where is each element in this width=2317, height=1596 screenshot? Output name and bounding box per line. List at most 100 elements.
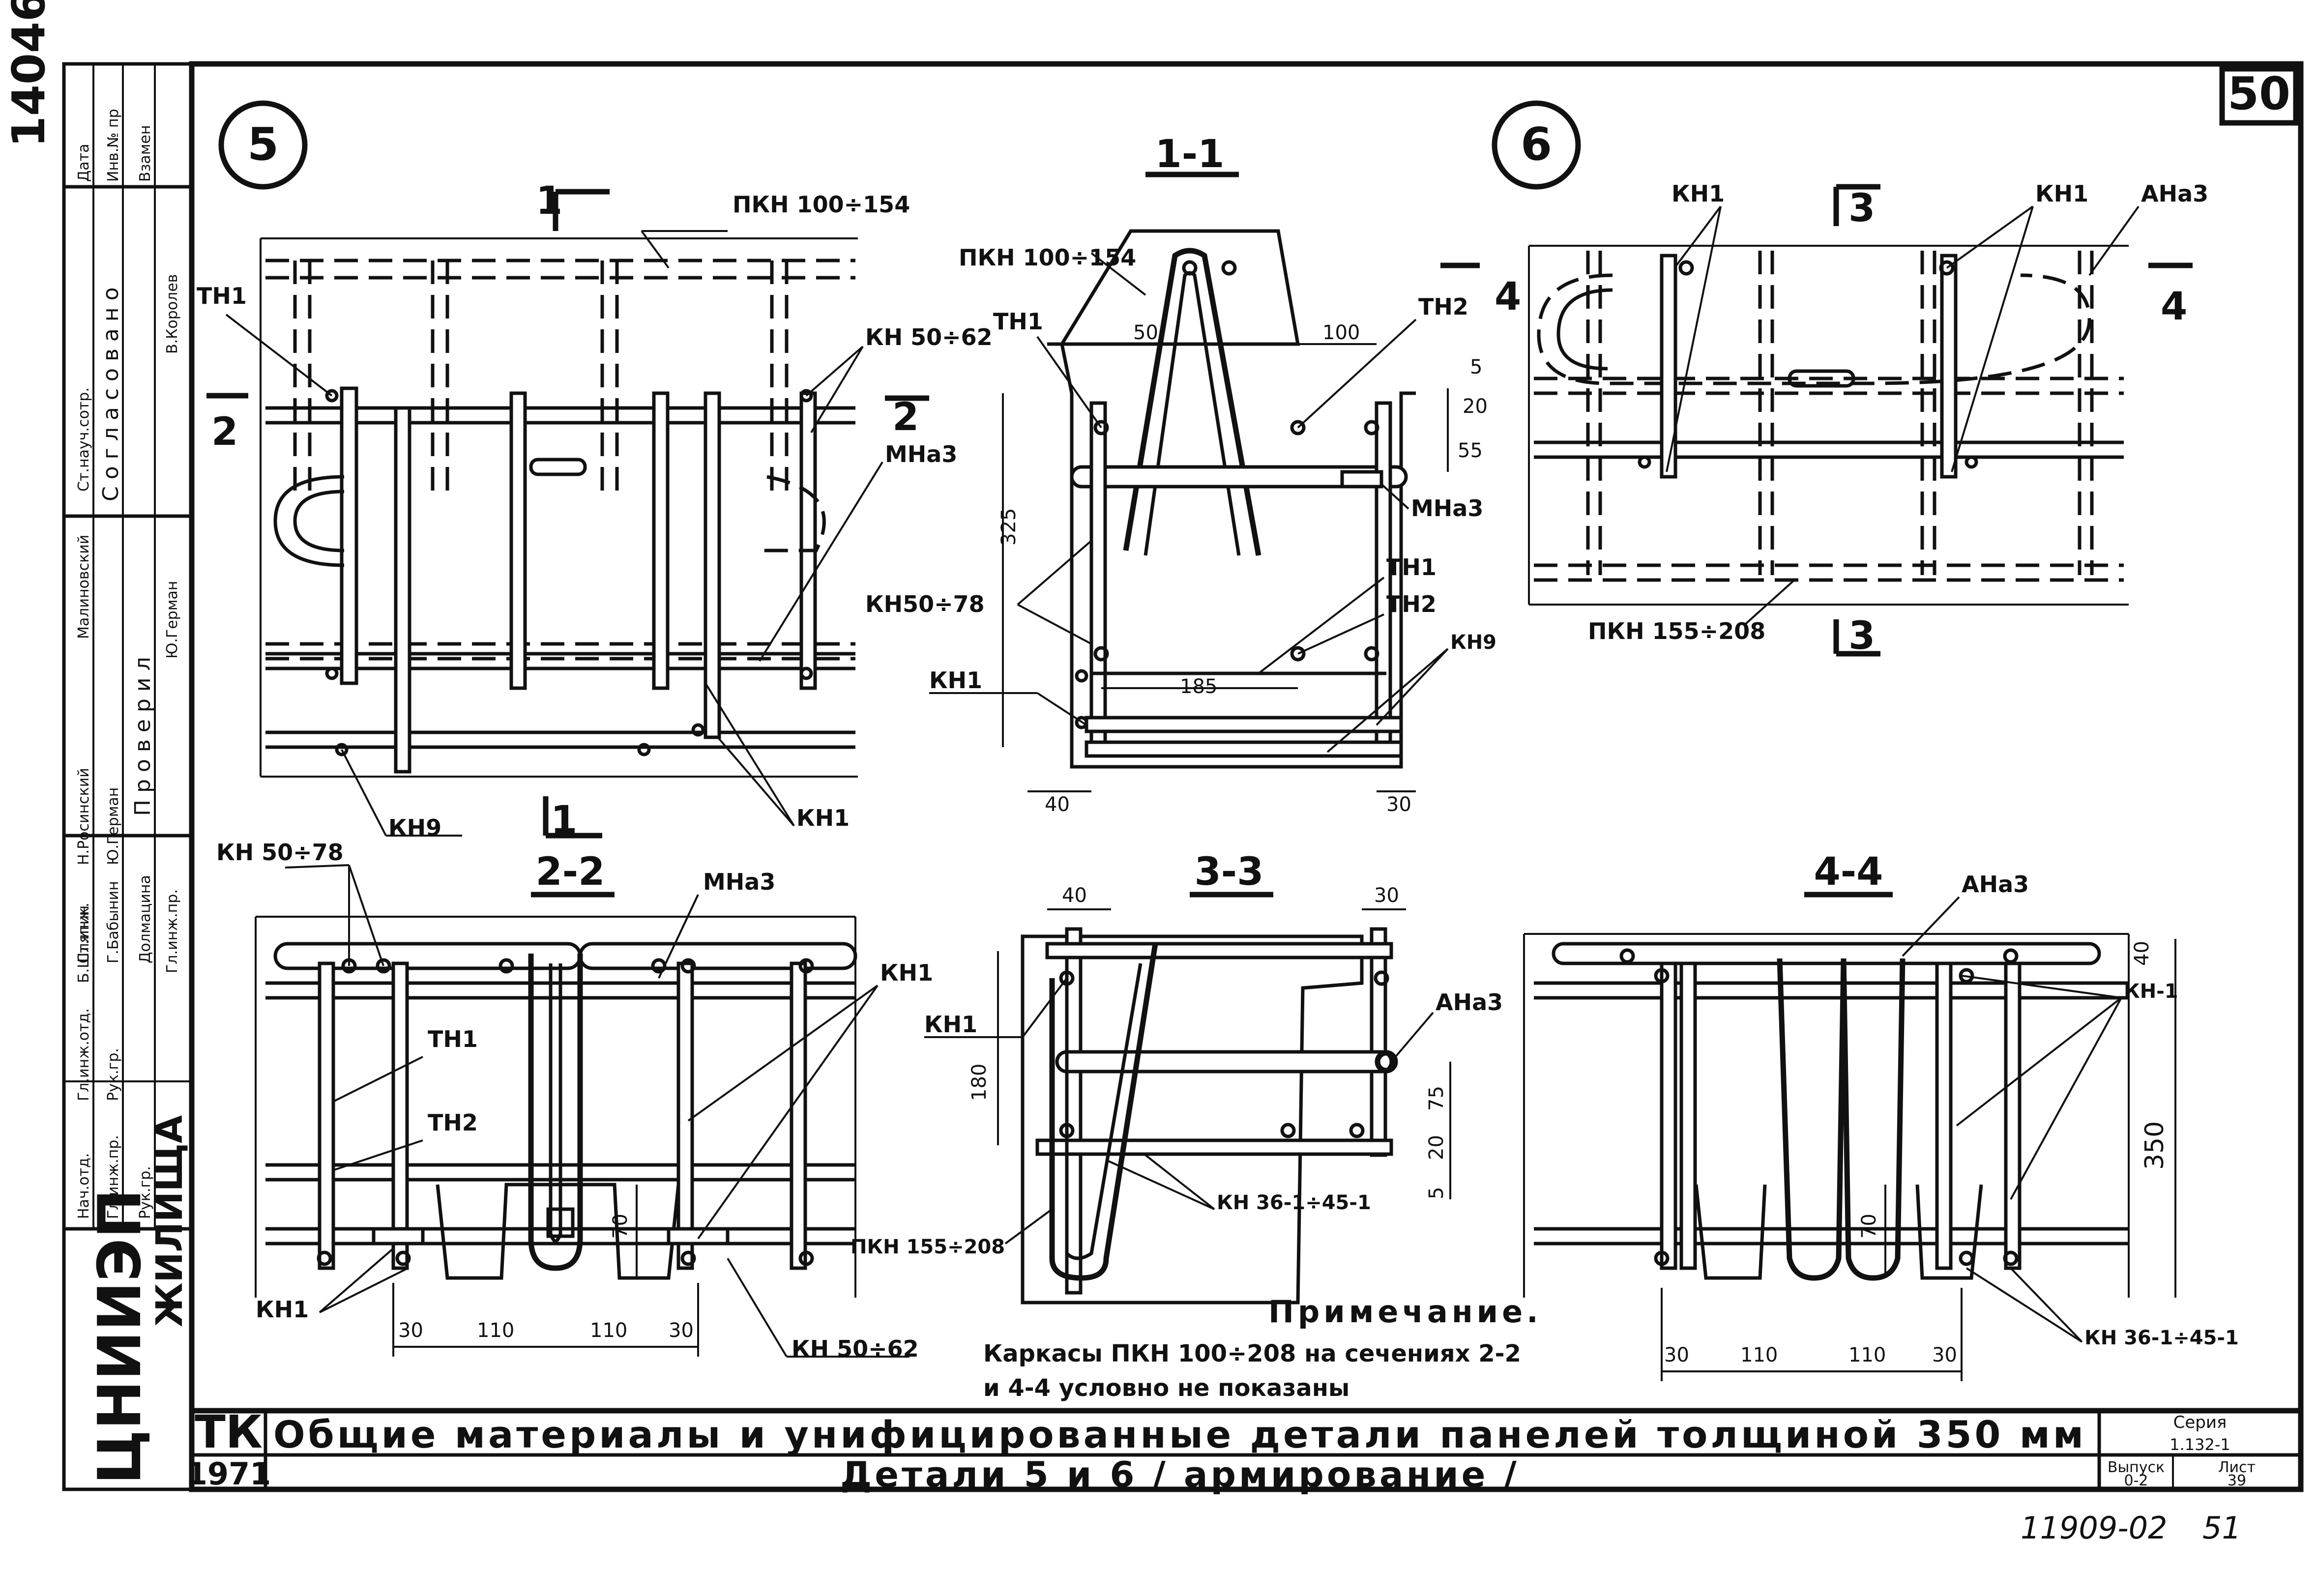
label-kn1-plan: КН1 [796, 805, 850, 831]
name-3: Ю.Герман [105, 787, 122, 865]
label-kn36-45-s33: КН 36-1÷45-1 [1217, 1191, 1371, 1214]
dim-20-s33: 20 [1425, 1135, 1448, 1160]
org-vertical-1: ЦНИИЭП [86, 1189, 154, 1484]
checked-label: Проверил [130, 650, 155, 816]
dim-110-s44-left: 110 [1740, 1344, 1778, 1366]
note-line-2: и 4-4 условно не показаны [983, 1374, 1349, 1402]
name-5: Малиновский [75, 535, 92, 639]
side-approval-block: Дата Инв.№ пр Взамен Согласовано Провери… [62, 62, 194, 1491]
label-kn1-d6-left: КН1 [1672, 180, 1725, 207]
dim-350-s44: 350 [2140, 1121, 2170, 1170]
label-tn2-s11-right: ТН2 [1386, 591, 1437, 617]
role-6: Ст.науч.сотр. [75, 387, 92, 492]
name-1: Н.Росинский [75, 768, 92, 865]
label-kn9-s11: КН9 [1450, 631, 1496, 654]
label-ana3-d6: АНа3 [2141, 180, 2208, 207]
label-kn9-plan: КН9 [388, 814, 441, 841]
label-mna3-plan: МНа3 [885, 441, 957, 467]
label-tn2-s11: ТН2 [1418, 293, 1468, 320]
org-short: ТК [195, 1406, 263, 1458]
detail-6-marker: 6 [1521, 118, 1552, 171]
title-line-2: Детали 5 и 6 / армирование / [840, 1454, 1520, 1495]
label-kn50-62-s22: КН 50÷62 [792, 1335, 919, 1362]
dim-20-s11: 20 [1463, 395, 1488, 418]
page-number-bottom: 51 [2202, 1510, 2241, 1546]
issue-value: 0-2 [2124, 1472, 2148, 1489]
series-value: 1.132-1 [2170, 1435, 2230, 1454]
label-kn36-45-s44: КН 36-1÷45-1 [2084, 1327, 2239, 1349]
role-4: Рук.гр. [137, 1166, 154, 1219]
dim-30-s22-right: 30 [669, 1319, 694, 1342]
label-pkn155-208-s33: ПКН 155÷208 [851, 1236, 1005, 1258]
section-3-3: 3-3 40 30 КН1 180 АНа3 75 20 5 КН 36-1÷4… [851, 850, 1503, 1305]
dim-50-s11: 50 [1133, 321, 1158, 344]
agreed-label: Согласовано [98, 280, 123, 501]
dim-110-s44-right: 110 [1848, 1344, 1886, 1366]
dim-30-s44-right: 30 [1932, 1344, 1957, 1366]
section-4-4: 4-4 АНа3 КН-1 350 40 70 КН 36- [1523, 850, 2239, 1381]
dim-185-s11: 185 [1180, 675, 1217, 698]
dim-30-s33: 30 [1374, 884, 1399, 907]
label-kn1-s22-right: КН1 [880, 959, 933, 986]
note-line-1: Каркасы ПКН 100÷208 на сечениях 2-2 [983, 1340, 1521, 1367]
section-3-3-title: 3-3 [1195, 850, 1264, 894]
dim-40-s33: 40 [1062, 884, 1087, 907]
dim-75-s33: 75 [1425, 1086, 1448, 1111]
label-kn50-78-s22: КН 50÷78 [216, 839, 344, 866]
dim-180-s33: 180 [968, 1064, 991, 1101]
org-vertical-2: ЖИЛИЩА [148, 1115, 191, 1327]
title-line-1: Общие материалы и унифицированные детали… [273, 1413, 2086, 1456]
cut-mark-2-left: 2 [211, 410, 238, 454]
role-5: Ст.инж. [75, 902, 92, 963]
cut-mark-4-right: 4 [2161, 285, 2187, 329]
header-cell-inv: Инв.№ пр [105, 109, 122, 182]
name-4: Долмацина [137, 875, 154, 963]
series-label: Серия [2173, 1413, 2227, 1432]
title-block: ТК 1971 Общие материалы и унифицированны… [186, 1406, 2301, 1495]
label-mna3-s11: МНа3 [1411, 495, 1483, 522]
label-kn1-s22-left: КН1 [256, 1296, 309, 1323]
name-6: Ю.Герман [164, 581, 181, 659]
label-kn1-s11: КН1 [929, 667, 982, 694]
note-title: Примечание. [1268, 1294, 1542, 1330]
cut-mark-2-right: 2 [892, 395, 919, 439]
section-2-2: 2-2 КН 50÷78 МНа [216, 839, 933, 1362]
dim-110-s22-left: 110 [477, 1319, 514, 1342]
role-0: Нач.отд. [75, 1153, 92, 1219]
doc-number: 140468 [2, 0, 55, 147]
label-pkn100-154-plan: ПКН 100÷154 [733, 191, 910, 218]
section-2-2-title: 2-2 [536, 850, 605, 894]
dim-100-s11: 100 [1322, 321, 1360, 344]
stamp-year: 1971 [186, 1456, 271, 1492]
label-tn1-plan: ТН1 [197, 283, 247, 309]
dim-30-s44-left: 30 [1664, 1344, 1689, 1366]
label-pkn155-208-d6: ПКН 155÷208 [1588, 618, 1765, 644]
sheet-label: Лист [2218, 1459, 2256, 1476]
name-2: Г.Бабынин [105, 881, 122, 963]
dim-40-s11: 40 [1045, 793, 1070, 816]
org-vertical: ЦНИИЭП ЖИЛИЩА [86, 1115, 191, 1484]
header-cell-replace: Взамен [137, 125, 154, 182]
dim-55-s11: 55 [1458, 439, 1483, 462]
label-tn1-s11-right: ТН1 [1386, 554, 1437, 580]
cut-mark-3-bottom: 3 [1848, 614, 1875, 658]
label-kn50-78-s11: КН50÷78 [865, 591, 985, 617]
label-tn2-s22: ТН2 [428, 1109, 478, 1136]
label-ana3-s33: АНа3 [1436, 989, 1503, 1016]
role-1: Гл.инж.отд. [75, 1008, 92, 1101]
dim-30-s22-left: 30 [398, 1319, 423, 1342]
sheet-number: 50 [2228, 67, 2290, 120]
label-mna3-s22: МНа3 [703, 869, 775, 895]
role-2: Гл.инж.пр. [105, 1135, 122, 1219]
dim-40-s44: 40 [2131, 941, 2153, 966]
archive-number: 11909-02 [2021, 1510, 2168, 1546]
dim-110-s22-right: 110 [590, 1319, 627, 1342]
section-1-1-title: 1-1 [1155, 132, 1225, 176]
dim-30-s11: 30 [1386, 793, 1411, 816]
cut-mark-1-top: 1 [536, 179, 562, 223]
label-kn1-s44: КН-1 [2124, 980, 2178, 1003]
dim-70-s44: 70 [1858, 1214, 1880, 1239]
label-tn1-s11: ТН1 [993, 308, 1043, 335]
dim-5-s11: 5 [1470, 356, 1482, 378]
